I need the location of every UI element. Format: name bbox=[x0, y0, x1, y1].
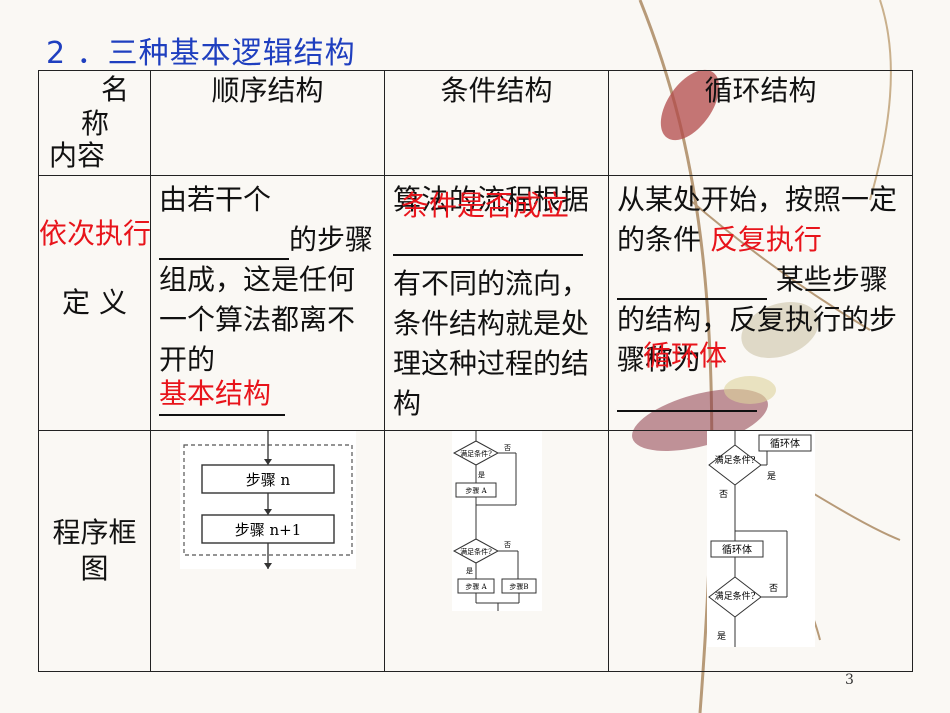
definition-loop: 从某处开始，按照一定的条件 反复执行 某些步骤的结构，反复执行的步骤称为 循环体 bbox=[608, 175, 913, 431]
conditional-flowchart: 满足条件? 否 是 步骤 A 满足条件? 否 是 bbox=[451, 431, 542, 611]
loop-answer-1: 反复执行 bbox=[709, 223, 822, 256]
loop-def-text-1: 从某处开始，按照一定的条件 bbox=[617, 183, 898, 256]
loop-def-text-2: 某些步骤的结构，反复执行的步骤称为 bbox=[617, 263, 898, 376]
conditional-step-b: 步骤B bbox=[509, 582, 528, 591]
loop-flowchart: 满足条件? 是 循环体 否 循环体 满足条件? bbox=[706, 431, 815, 647]
conditional-no-2: 否 bbox=[504, 541, 511, 549]
flowchart-row: 程序框图 步骤 n 步骤 n+1 bbox=[38, 430, 913, 672]
conditional-step-a2: 步骤 A bbox=[465, 582, 487, 591]
header-conditional: 条件结构 bbox=[384, 70, 609, 176]
definition-conditional: 算法的流程根据 条件是否成立 有不同的流向，条件结构就是处理这种过程的结构 bbox=[384, 175, 609, 431]
corner-label-cheng: 称 bbox=[81, 107, 110, 140]
corner-label-ming: 名 bbox=[101, 73, 130, 106]
loop-blank-2 bbox=[617, 380, 757, 412]
table-header-row: 名 称 内容 顺序结构 条件结构 循环结构 bbox=[38, 70, 913, 176]
slide-title: 2 ．三种基本逻辑结构 bbox=[46, 36, 356, 71]
loop-blank-1 bbox=[617, 268, 767, 300]
conditional-step-a: 步骤 A bbox=[465, 486, 487, 495]
sequential-answer-1: 依次执行 bbox=[39, 217, 152, 250]
loop-yes-top: 是 bbox=[767, 471, 776, 482]
conditional-answer-1: 条件是否成立 bbox=[401, 189, 570, 222]
loop-no-top: 否 bbox=[719, 489, 728, 500]
conditional-blank-1 bbox=[393, 224, 583, 256]
loop-yes-bottom: 是 bbox=[717, 631, 726, 642]
row-label-flowchart: 程序框图 bbox=[38, 430, 151, 672]
header-loop: 循环结构 bbox=[608, 70, 913, 176]
loop-cond-top: 满足条件? bbox=[714, 454, 755, 466]
flowchart-conditional-cell: 满足条件? 否 是 步骤 A 满足条件? 否 是 bbox=[384, 430, 609, 672]
corner-label-neirong: 内容 bbox=[49, 139, 106, 172]
loop-cond-bottom: 满足条件? bbox=[714, 590, 755, 602]
sequential-flowchart: 步骤 n 步骤 n+1 bbox=[179, 431, 356, 569]
loop-body-bottom: 循环体 bbox=[722, 543, 752, 556]
corner-header-cell: 名 称 内容 bbox=[38, 70, 151, 176]
loop-no-bottom: 否 bbox=[769, 583, 778, 594]
sequential-answer-2: 基本结构 bbox=[159, 377, 272, 410]
sequential-step-n1: 步骤 n+1 bbox=[234, 521, 301, 539]
flowchart-loop-cell: 满足条件? 是 循环体 否 循环体 满足条件? bbox=[608, 430, 913, 672]
conditional-cond-1: 满足条件? bbox=[460, 449, 492, 458]
sequential-def-text-2: 的步骤组成，这是任何一个算法都离不开的 bbox=[159, 223, 374, 376]
conditional-cond-2: 满足条件? bbox=[460, 547, 492, 556]
definition-row: 定 义 由若干个 依次执行的步骤组成，这是任何一个算法都离不开的 基本结构 算法… bbox=[38, 175, 913, 431]
sequential-def-text-1: 由若干个 bbox=[159, 183, 272, 216]
logic-structure-table: 名 称 内容 顺序结构 条件结构 循环结构 定 义 由若干个 依次执行的步骤组成… bbox=[38, 70, 913, 672]
sequential-blank-2 bbox=[159, 384, 285, 416]
conditional-yes-2: 是 bbox=[466, 567, 473, 575]
conditional-def-text-2: 有不同的流向，条件结构就是处理这种过程的结构 bbox=[393, 267, 590, 420]
conditional-no-1: 否 bbox=[504, 444, 511, 452]
header-sequential: 顺序结构 bbox=[150, 70, 385, 176]
conditional-yes-1: 是 bbox=[478, 471, 485, 479]
page-number: 3 bbox=[845, 672, 854, 688]
loop-body-top: 循环体 bbox=[770, 437, 800, 450]
flowchart-sequential-cell: 步骤 n 步骤 n+1 bbox=[150, 430, 385, 672]
conditional-def-text-1: 算法的流程根据 bbox=[393, 183, 590, 216]
sequential-blank-1: 依次执行 bbox=[39, 217, 289, 260]
definition-sequential: 由若干个 依次执行的步骤组成，这是任何一个算法都离不开的 基本结构 bbox=[39, 175, 385, 431]
sequential-step-n: 步骤 n bbox=[245, 471, 290, 489]
loop-answer-2: 循环体 bbox=[643, 339, 728, 372]
